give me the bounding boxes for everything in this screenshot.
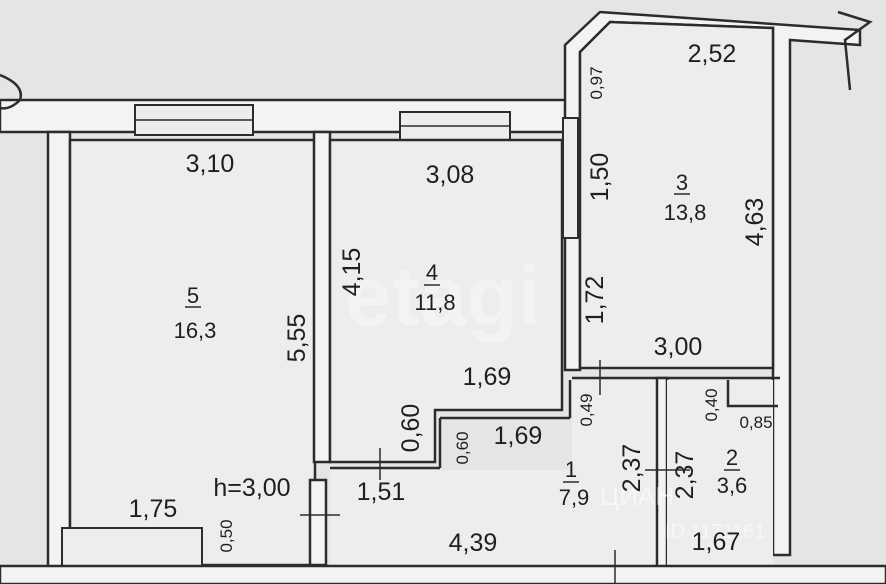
dim-room1-height: 2,37 xyxy=(618,444,646,493)
dim-room2-closet-height: 0,40 xyxy=(702,388,721,421)
room-1-upper xyxy=(572,380,660,565)
dim-room3-bottom: 3,00 xyxy=(654,333,703,361)
closet-room2 xyxy=(726,380,778,408)
dim-room1-width: 4,39 xyxy=(449,529,498,557)
room-3-number: 3 xyxy=(676,170,688,195)
dim-room2-height: 2,37 xyxy=(671,451,699,500)
room-1-area: 7,9 xyxy=(559,485,590,510)
dim-room4-inner: 1,69 xyxy=(463,363,512,391)
exterior-sketch-right xyxy=(837,10,873,91)
dim-hall-height: 0,50 xyxy=(217,519,236,552)
dim-room4-notch-height: 0,60 xyxy=(397,404,425,453)
room-2-area: 3,6 xyxy=(717,473,748,498)
dim-hall-width: 1,75 xyxy=(129,495,178,523)
dim-room3-corner: 0,97 xyxy=(587,66,606,99)
dim-room4-bottom: 1,51 xyxy=(357,478,406,506)
room-1-number: 1 xyxy=(565,457,577,482)
dim-room2-closet-width: 0,85 xyxy=(739,413,772,432)
watermark-listing-id: ID 1171161 xyxy=(665,521,765,543)
bottom-wall xyxy=(0,564,886,584)
dim-room5-height: 5,55 xyxy=(283,314,311,363)
room-3-area: 13,8 xyxy=(664,200,707,225)
dim-room4-notch-height-2: 0,60 xyxy=(453,431,472,464)
dim-room4-width: 3,08 xyxy=(426,161,475,189)
room-5 xyxy=(68,138,317,567)
dim-room4-height: 4,15 xyxy=(338,248,366,297)
window-room3 xyxy=(562,117,579,239)
exterior-sketch-left xyxy=(0,73,23,110)
partition-5-4 xyxy=(312,130,332,464)
dim-room1-gap: 0,49 xyxy=(577,393,596,426)
dim-room2-width: 1,67 xyxy=(692,528,741,556)
left-wall xyxy=(46,130,72,572)
closet-hall xyxy=(61,527,203,569)
room-4-area: 11,8 xyxy=(414,290,455,315)
room-4-number: 4 xyxy=(426,260,438,285)
dim-room3-top: 2,52 xyxy=(688,40,737,68)
dim-room4-notch-width: 1,69 xyxy=(494,422,543,450)
watermark-brand: etagi xyxy=(345,249,541,343)
room-2 xyxy=(667,380,773,565)
dim-room5-width: 3,10 xyxy=(186,150,235,178)
dim-room3-window: 1,50 xyxy=(586,153,614,202)
dim-room3-lower: 1,72 xyxy=(581,276,609,325)
room-4 xyxy=(328,138,564,464)
room-3 xyxy=(578,20,775,370)
dim-room3-height: 4,63 xyxy=(741,198,769,247)
watermark-listing: ЦИАН xyxy=(600,481,674,511)
room-5-area: 16,3 xyxy=(174,318,217,343)
partition-stub xyxy=(308,478,328,567)
ceiling-height: h=3,00 xyxy=(213,474,290,502)
room-2-number: 2 xyxy=(726,445,738,470)
room-5-number: 5 xyxy=(187,283,199,308)
